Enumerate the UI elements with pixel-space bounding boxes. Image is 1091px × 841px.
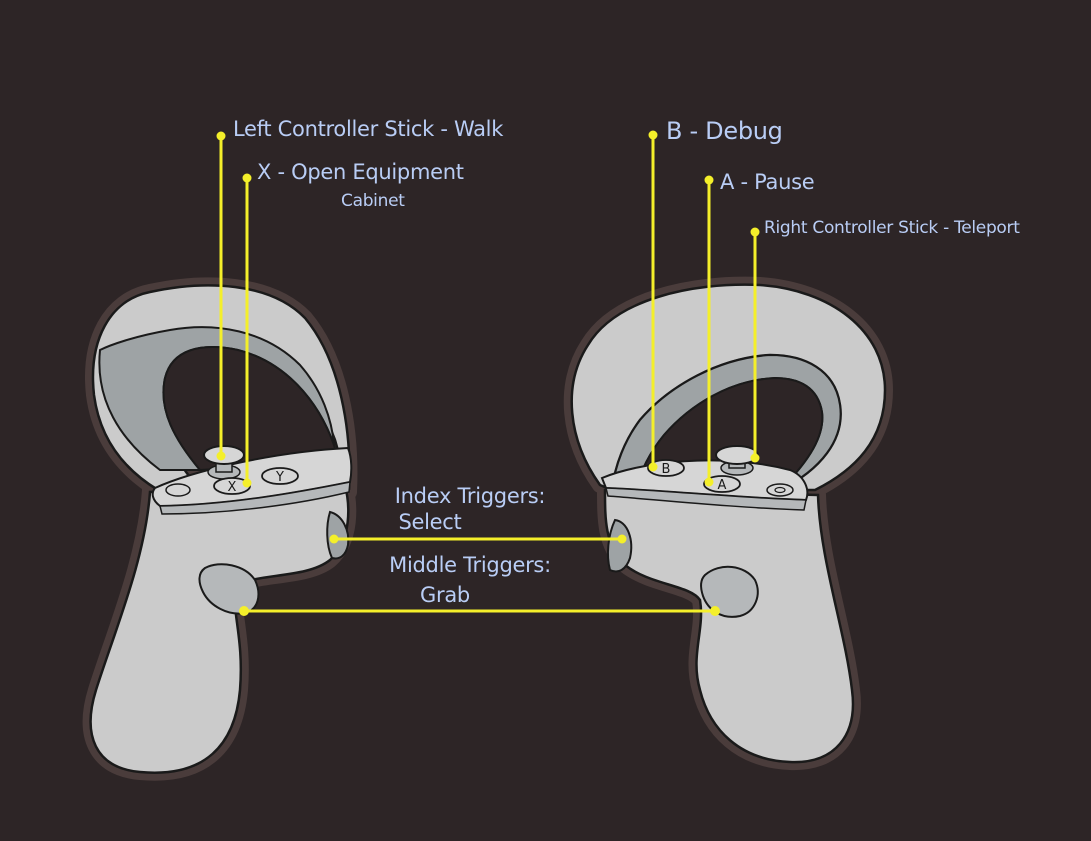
leader-lines: [219, 133, 757, 613]
label-b-button: B - Debug: [666, 117, 783, 145]
x-button-glyph: X: [228, 480, 237, 495]
left-grip: [89, 483, 350, 774]
right-middle-trigger: [699, 565, 759, 618]
left-index-trigger: [326, 510, 350, 560]
left-thumbstick: [203, 445, 245, 480]
right-controller: B A: [563, 276, 893, 771]
label-index-triggers: Index Triggers:: [394, 484, 546, 508]
y-button-glyph: Y: [275, 470, 284, 485]
label-x-button-sub: Cabinet: [341, 191, 405, 211]
oculus-button-icon: [766, 483, 794, 497]
label-right-stick: Right Controller Stick - Teleport: [764, 218, 1020, 238]
label-x-button: X - Open Equipment: [257, 160, 464, 184]
b-button-icon: B: [647, 459, 685, 477]
left-menu-button: [165, 483, 191, 497]
b-button-glyph: B: [662, 462, 671, 477]
label-left-stick: Left Controller Stick - Walk: [233, 117, 504, 141]
right-thumbstick: [715, 445, 759, 476]
y-button-icon: Y: [261, 467, 299, 485]
a-button-glyph: A: [718, 478, 727, 493]
leader-dots: [216, 130, 760, 616]
right-grip: [603, 488, 855, 764]
label-a-button: A - Pause: [720, 170, 815, 194]
label-index-triggers-sub: Select: [398, 510, 462, 534]
label-middle-triggers: Middle Triggers:: [389, 553, 551, 577]
label-middle-triggers-sub: Grab: [420, 583, 470, 607]
left-controller: X Y: [82, 277, 358, 781]
right-index-trigger: [606, 518, 633, 573]
